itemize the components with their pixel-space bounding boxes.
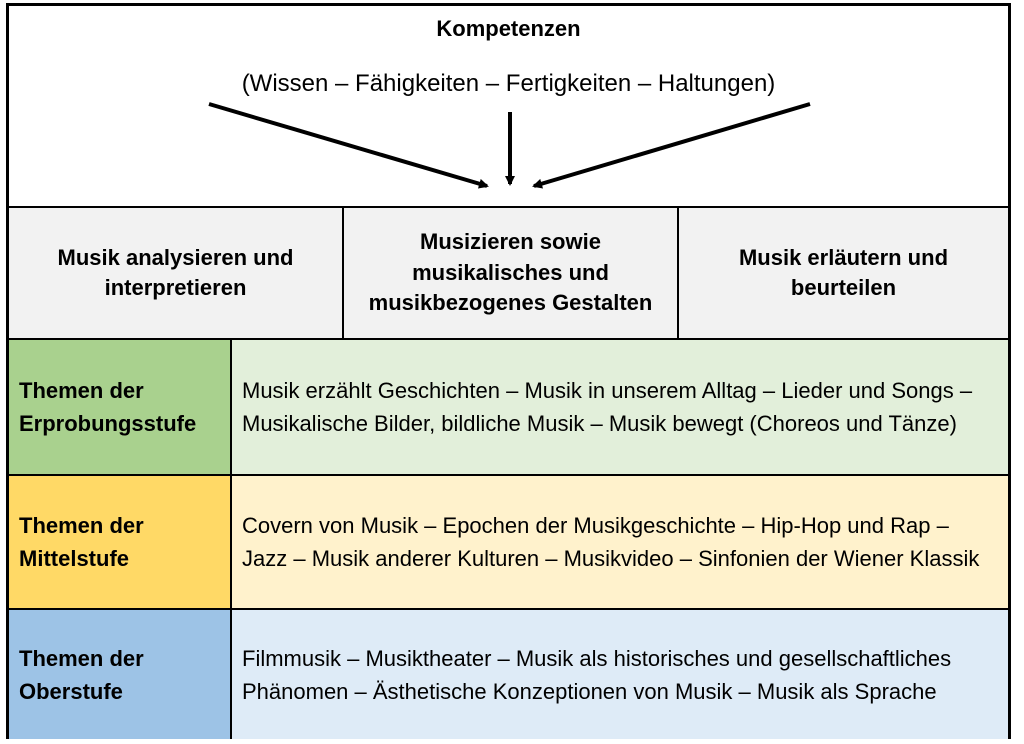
competence-beurteilen: Musik erläutern und beurteilen — [738, 244, 949, 300]
competence-header: Kompetenzen (Wissen – Fähigkeiten – Fert… — [9, 6, 1008, 206]
stage-topics: Filmmusik – Musiktheater – Musik als his… — [232, 610, 1008, 739]
theme-row-mittelstufe: Themen der Mittelstufe Covern von Musik … — [9, 474, 1008, 608]
right-arrow — [532, 102, 811, 189]
stage-topics: Covern von Musik – Epochen der Musikgesc… — [232, 476, 1008, 608]
stage-topics: Musik erzählt Geschichten – Musik in uns… — [232, 340, 1008, 474]
stage-label: Themen der Mittelstufe — [9, 476, 232, 608]
theme-row-erprobungsstufe: Themen der Erprobungsstufe Musik erzählt… — [9, 340, 1008, 474]
converging-arrows — [208, 102, 811, 189]
diagram-frame: Kompetenzen (Wissen – Fähigkeiten – Fert… — [6, 3, 1011, 739]
left-arrow — [208, 102, 489, 189]
theme-row-oberstufe: Themen der Oberstufe Filmmusik – Musikth… — [9, 608, 1008, 739]
diagram-title: Kompetenzen — [436, 16, 581, 41]
competence-analyse: Musik analysieren und interpretieren — [9, 208, 344, 338]
stage-label: Themen der Erprobungsstufe — [9, 340, 232, 474]
stage-label: Themen der Oberstufe — [9, 610, 232, 739]
diagram-subtitle: (Wissen – Fähigkeiten – Fertigkeiten – H… — [241, 70, 776, 97]
competence-row: Musik analysieren und interpretieren Mus… — [9, 206, 1008, 340]
competence-musizieren: Musizieren sowie musikalisches und musik… — [344, 208, 679, 338]
